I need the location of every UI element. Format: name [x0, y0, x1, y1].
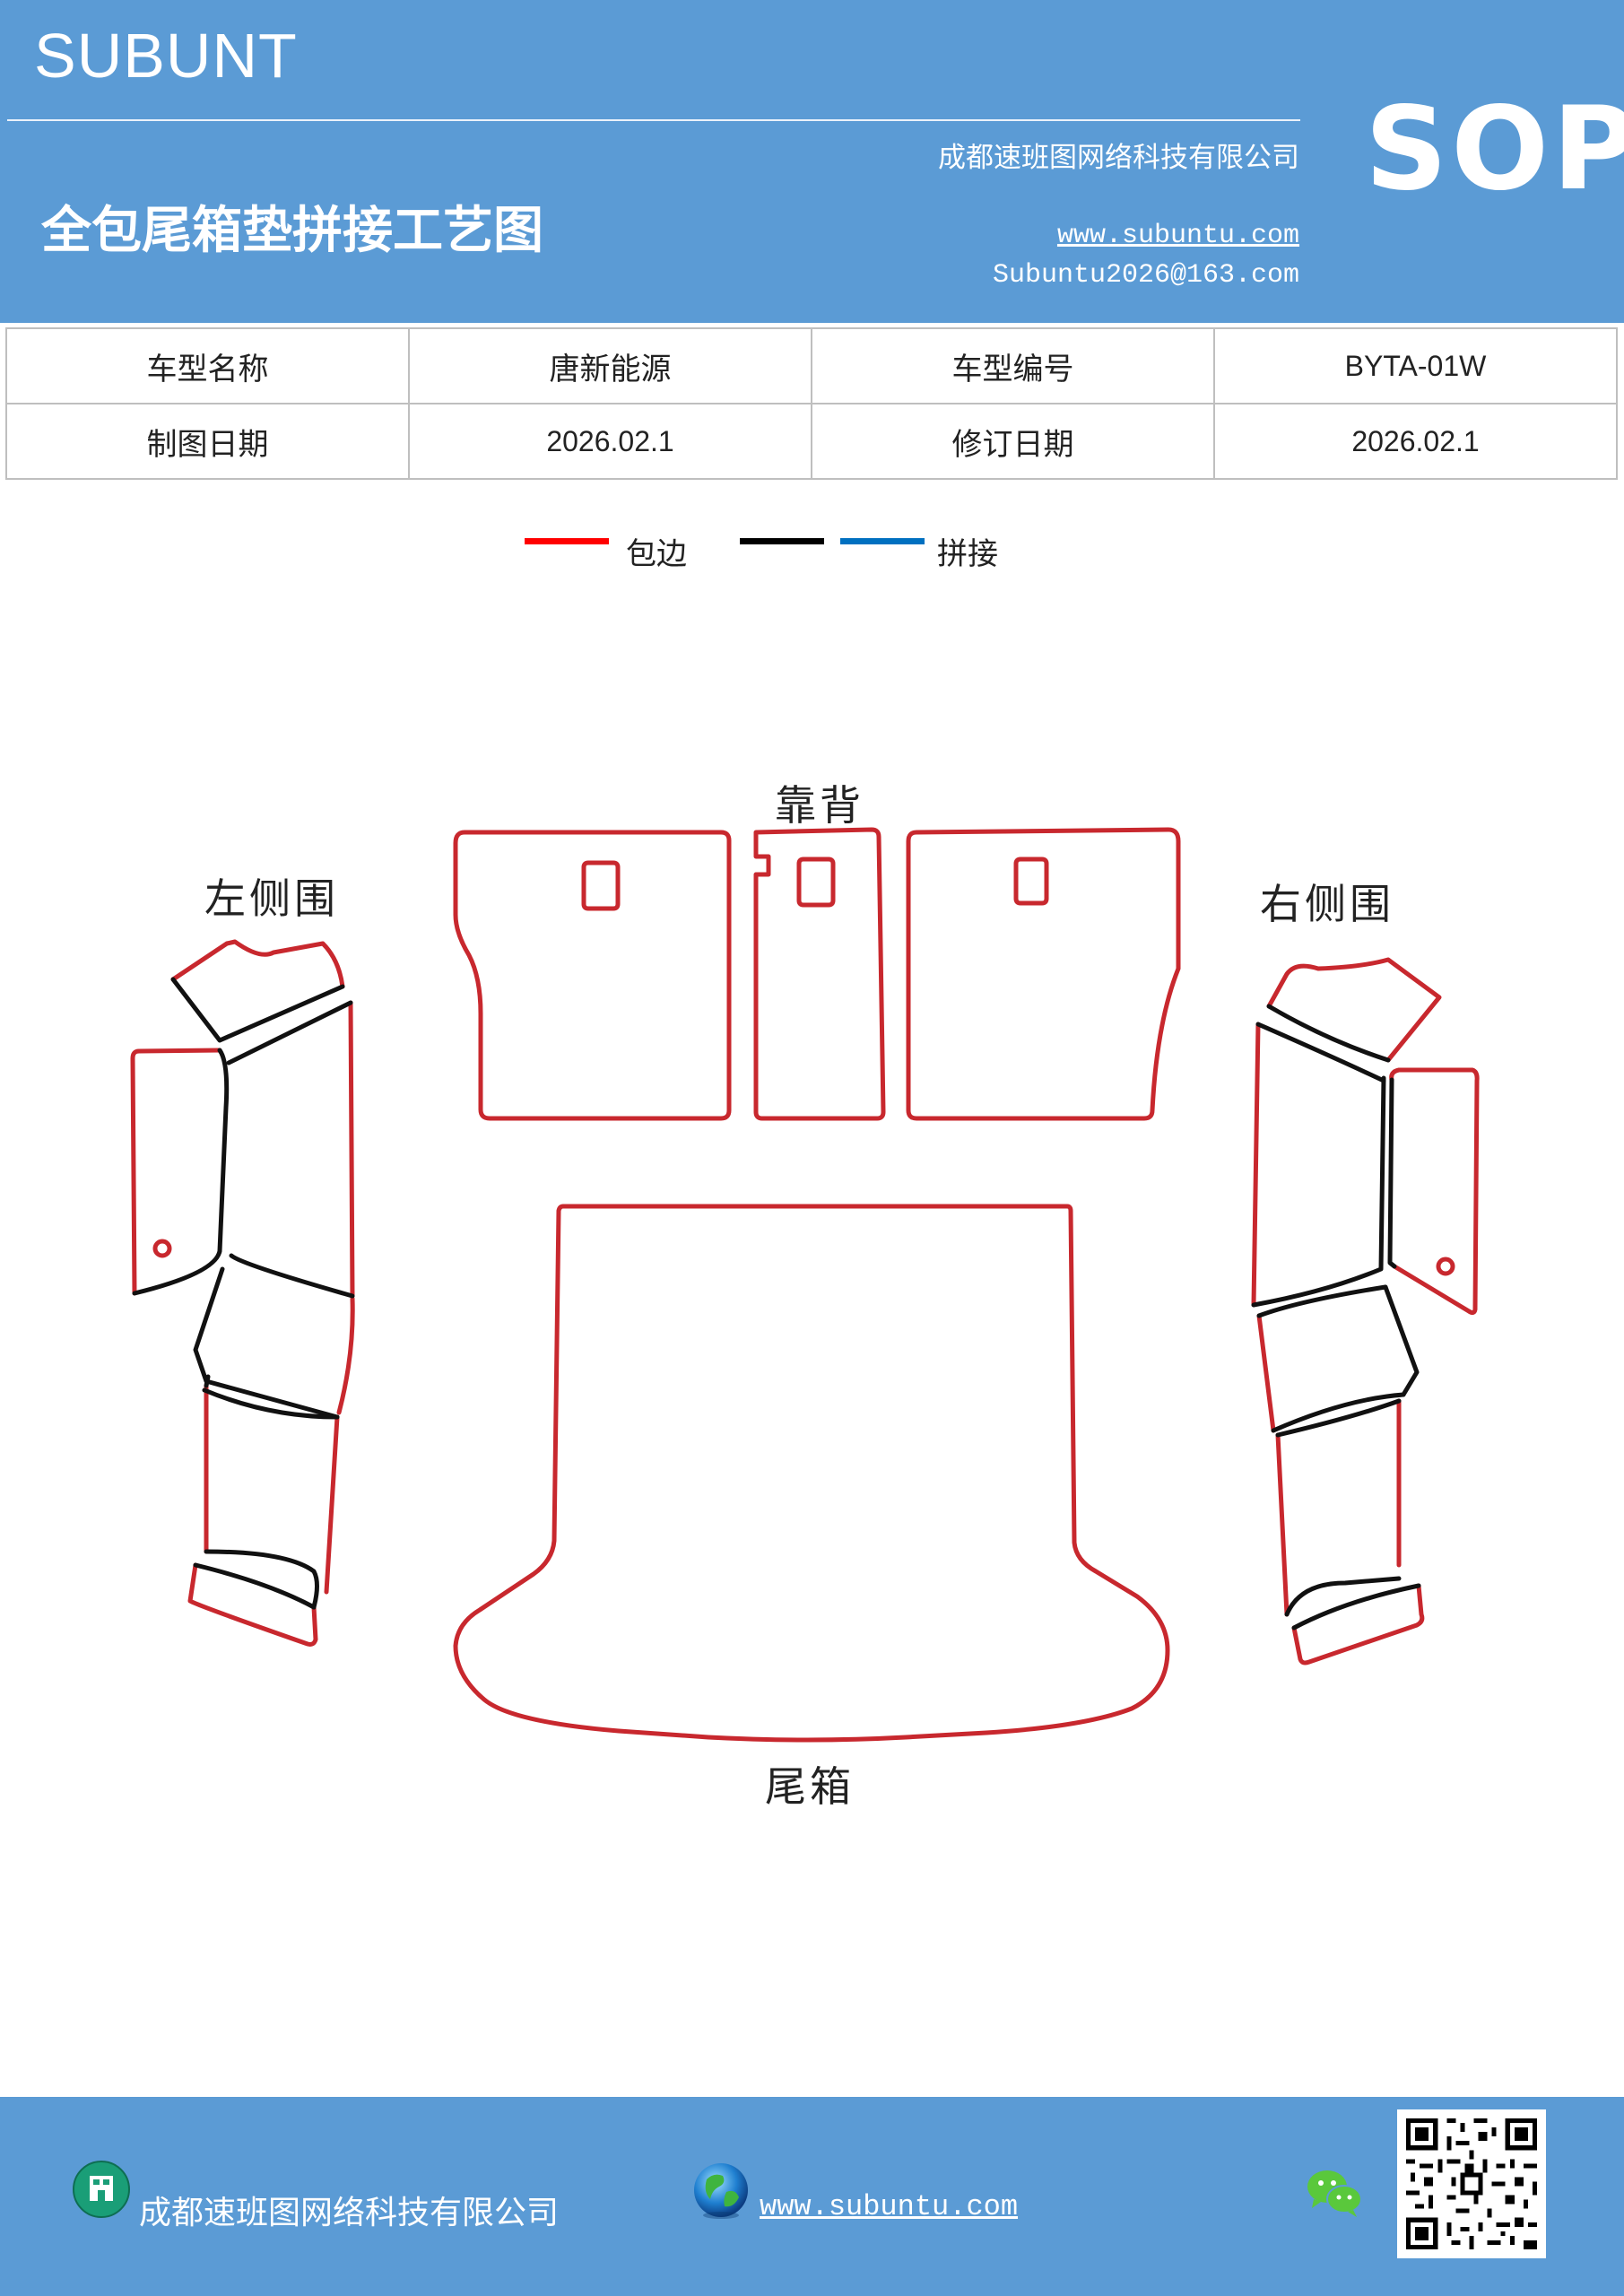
left-side-seam-lower	[193, 1266, 340, 1420]
header-website-link[interactable]: www.subuntu.com	[1056, 221, 1299, 251]
qr-code-pattern	[1397, 2109, 1546, 2258]
legend-swatch-seam	[840, 538, 925, 544]
right-side-seam-right	[1387, 1077, 1397, 1269]
qr-code	[1397, 2109, 1546, 2258]
footer-banner: 成都速班图网络科技有限公司 www.subuntu.com	[0, 2097, 1624, 2296]
right-side-seam-upper	[1255, 1022, 1386, 1083]
label-backrest: 靠背	[775, 781, 864, 830]
mat-pattern-diagram	[130, 827, 1480, 1743]
left-side-edge-top	[170, 939, 345, 989]
left-side-seam-waist	[229, 1253, 355, 1299]
left-side-hole	[152, 1239, 172, 1258]
brand-name: SUBUNT	[34, 21, 298, 91]
header-company: 成都速班图网络科技有限公司	[938, 142, 1299, 174]
right-side-seam-top	[1266, 1004, 1391, 1063]
right-side-seam-foot	[1291, 1583, 1421, 1631]
left-side-seam-strip-bottom	[204, 1549, 319, 1610]
left-side-edge-foot	[187, 1562, 318, 1647]
right-side-seam-waist	[1256, 1284, 1388, 1318]
right-side-seam-strip-mid	[1275, 1398, 1402, 1438]
table-cell: 制图日期	[5, 403, 410, 480]
legend-label-seam: 拼接	[937, 536, 998, 572]
right-side-edge-outer-upper	[1251, 1022, 1261, 1308]
table-row: 制图日期 2026.02.1 修订日期 2026.02.1	[5, 403, 1618, 480]
table-row: 车型名称 唐新能源 车型编号 BYTA-01W	[5, 327, 1618, 404]
right-side-seam-strip-bottom	[1284, 1576, 1402, 1617]
sop-badge: SOP	[1365, 83, 1624, 216]
left-side-seam-foot	[193, 1562, 317, 1610]
header-email[interactable]: Subuntu2026@163.com	[992, 260, 1299, 291]
line-legend: 包边 拼接	[0, 529, 1624, 574]
backrest-center-window	[796, 857, 836, 908]
left-side-seam-top	[170, 977, 345, 1043]
footer-company: 成都速班图网络科技有限公司	[139, 2195, 560, 2231]
left-side-seam-upper-inner	[132, 1048, 230, 1296]
table-cell: 2026.02.1	[1213, 403, 1618, 480]
table-cell: 唐新能源	[408, 327, 812, 404]
label-left-side: 左侧围	[204, 874, 339, 923]
right-side-edge-panel	[1389, 1067, 1480, 1316]
right-side-seam-strip-top	[1271, 1392, 1406, 1433]
left-side-seam-middle	[226, 1000, 353, 1065]
document-title: 全包尾箱垫拼接工艺图	[41, 202, 543, 260]
header-divider	[7, 119, 1300, 121]
table-cell: 车型编号	[811, 327, 1215, 404]
legend-swatch-edge	[525, 538, 609, 544]
table-cell: 2026.02.1	[408, 403, 812, 480]
left-side-edge-outer-upper	[130, 1048, 222, 1296]
vehicle-info-table: 车型名称 唐新能源 车型编号 BYTA-01W 制图日期 2026.02.1 修…	[5, 327, 1618, 480]
left-side-seam-strip-top	[204, 1374, 211, 1388]
table-cell: 车型名称	[5, 327, 410, 404]
right-side-seam-inner	[1251, 1075, 1386, 1308]
left-side-edge-middle	[336, 1296, 355, 1415]
right-side-edge-strip-left	[1275, 1432, 1290, 1617]
backrest-center-panel	[753, 827, 886, 1121]
right-side-edge-lower-left	[1256, 1313, 1276, 1433]
trunk-floor-panel	[453, 1204, 1170, 1743]
header-banner: SUBUNT 全包尾箱垫拼接工艺图 成都速班图网络科技有限公司 www.subu…	[0, 0, 1624, 323]
legend-swatch-black	[740, 538, 824, 544]
backrest-left-window	[581, 860, 621, 911]
label-right-side: 右侧围	[1260, 880, 1394, 928]
wechat-icon[interactable]	[1305, 2167, 1364, 2219]
backrest-right-window	[1013, 857, 1049, 906]
left-side-seam-strip-mid	[202, 1387, 340, 1420]
label-trunk: 尾箱	[765, 1762, 855, 1811]
table-cell: BYTA-01W	[1213, 327, 1618, 404]
legend-label-edge: 包边	[626, 536, 687, 572]
backrest-left-panel	[453, 830, 732, 1121]
globe-icon	[694, 2163, 748, 2219]
footer-website-link[interactable]: www.subuntu.com	[760, 2190, 1019, 2223]
left-side-edge-lower-right	[324, 1414, 340, 1595]
building-icon	[73, 2161, 130, 2218]
right-side-hole	[1436, 1257, 1455, 1276]
right-side-seam-lower	[1383, 1284, 1420, 1397]
left-side-edge-right	[348, 1000, 355, 1299]
table-cell: 修订日期	[811, 403, 1215, 480]
right-side-edge-foot	[1291, 1583, 1425, 1665]
backrest-right-panel	[906, 827, 1181, 1121]
right-side-edge-top	[1266, 957, 1442, 1063]
